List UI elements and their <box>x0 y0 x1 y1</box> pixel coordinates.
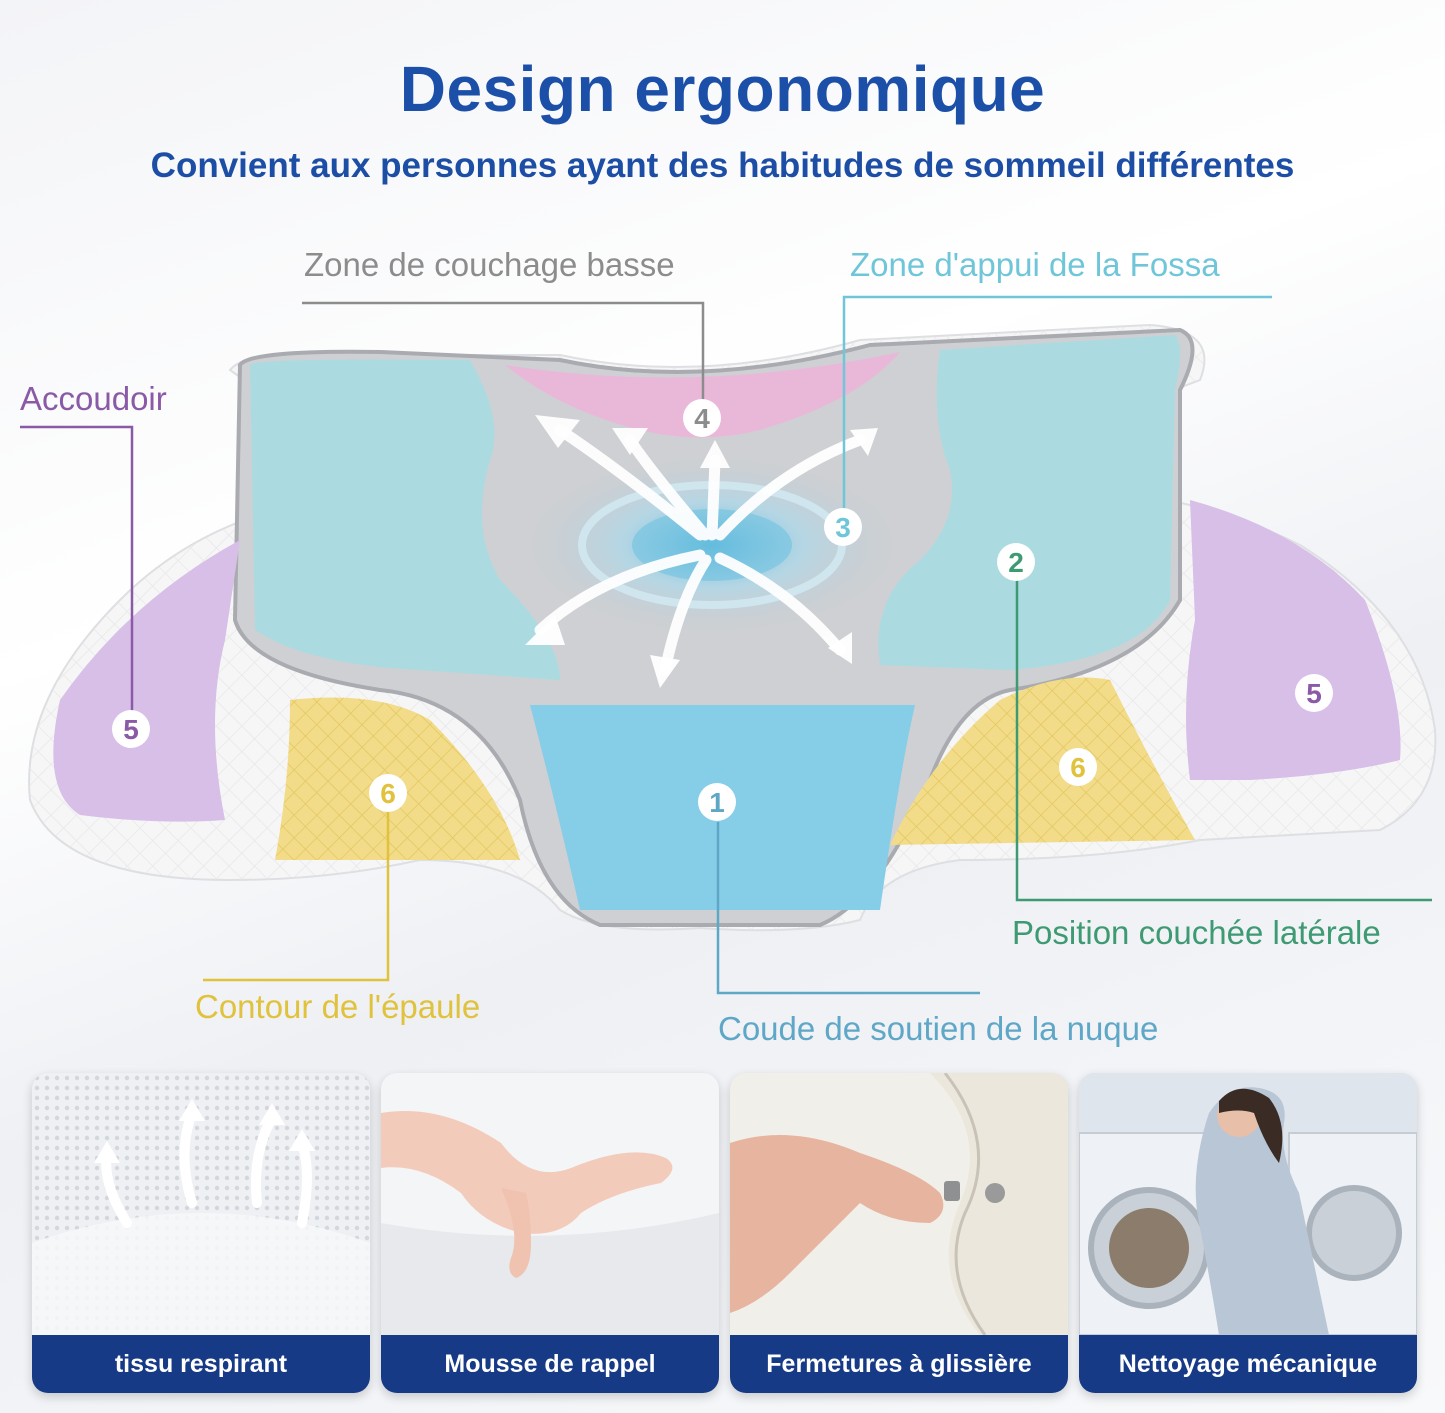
svg-text:3: 3 <box>835 512 851 543</box>
armrest-left-zone <box>53 540 241 822</box>
badge-neck: 1 <box>698 783 736 821</box>
svg-text:6: 6 <box>380 778 396 809</box>
leader-side <box>1015 580 1432 902</box>
feature-card-breathable: tissu respirant <box>32 1073 370 1393</box>
leader-armrest <box>20 425 134 712</box>
badge-armrest-right: 5 <box>1295 674 1333 712</box>
badge-fossa: 3 <box>824 508 862 546</box>
callout-side-position: Position couchée latérale <box>1012 914 1381 951</box>
feature-label: Mousse de rappel <box>381 1335 719 1393</box>
callout-fossa-zone: Zone d'appui de la Fossa <box>850 246 1220 283</box>
leader-fossa <box>842 295 1272 510</box>
hand-on-foam-icon <box>381 1073 719 1335</box>
leader-shoulder <box>203 812 390 982</box>
side-left-zone <box>250 359 560 680</box>
badge-shoulder-right: 6 <box>1059 748 1097 786</box>
svg-text:2: 2 <box>1008 547 1024 578</box>
badge-side: 2 <box>997 543 1035 581</box>
badge-shoulder-left: 6 <box>369 774 407 812</box>
page-subtitle: Convient aux personnes ayant des habitud… <box>150 146 1295 185</box>
svg-text:5: 5 <box>123 714 139 745</box>
feature-card-machine-wash: Nettoyage mécanique <box>1079 1073 1417 1393</box>
svg-text:6: 6 <box>1070 752 1086 783</box>
callout-neck-support: Coude de soutien de la nuque <box>718 1010 1159 1047</box>
page-title: Design ergonomique <box>399 53 1046 125</box>
feature-card-memory-foam: Mousse de rappel <box>381 1073 719 1393</box>
feature-label: Nettoyage mécanique <box>1079 1335 1417 1393</box>
leader-low-zone <box>302 301 705 400</box>
side-right-zone <box>878 335 1180 670</box>
callout-armrest: Accoudoir <box>20 380 167 417</box>
feature-label: tissu respirant <box>32 1335 370 1393</box>
svg-text:1: 1 <box>709 787 725 818</box>
breathable-fabric-icon <box>32 1073 370 1335</box>
callout-low-zone: Zone de couchage basse <box>304 246 675 283</box>
pillow-diagram: 1 2 3 4 5 5 6 6 <box>20 295 1437 995</box>
shoulder-right-zone <box>890 677 1195 845</box>
feature-label: Fermetures à glissière <box>730 1335 1068 1393</box>
washing-machine-icon <box>1079 1073 1417 1335</box>
feature-card-zippers: Fermetures à glissière <box>730 1073 1068 1393</box>
badge-armrest-left: 5 <box>112 710 150 748</box>
badge-low: 4 <box>683 399 721 437</box>
callout-shoulder-contour: Contour de l'épaule <box>195 988 481 1025</box>
svg-text:5: 5 <box>1306 678 1322 709</box>
svg-text:4: 4 <box>694 403 710 434</box>
zipper-icon <box>730 1073 1068 1335</box>
armrest-right-zone <box>1186 500 1401 780</box>
leader-neck <box>716 822 980 995</box>
